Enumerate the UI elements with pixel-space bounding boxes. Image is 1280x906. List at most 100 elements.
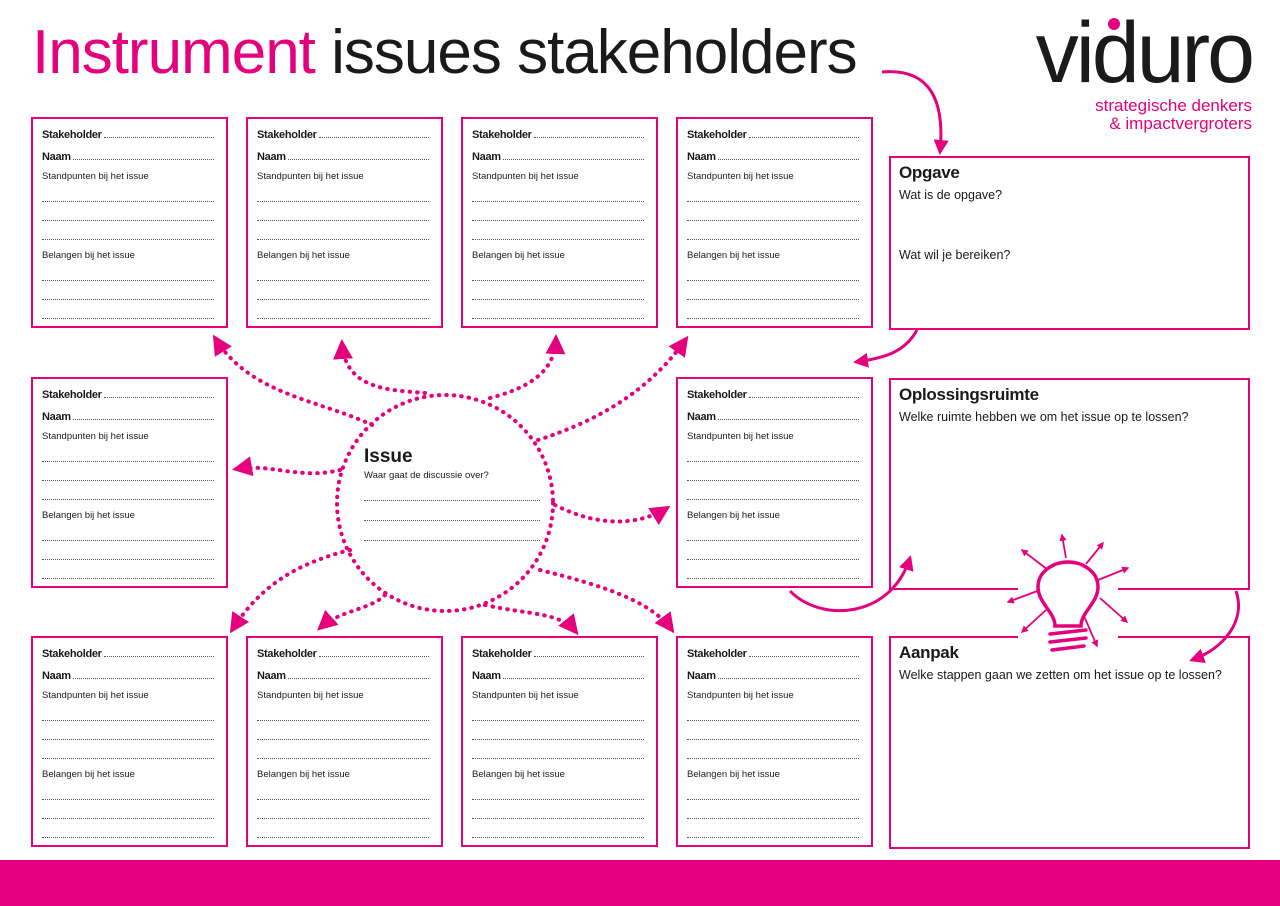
standpunten-line[interactable]: [42, 721, 214, 740]
standpunten-line[interactable]: [42, 740, 214, 759]
stakeholder-row[interactable]: Stakeholder: [472, 127, 644, 141]
aanpak-box[interactable]: Aanpak Welke stappen gaan we zetten om h…: [889, 636, 1250, 849]
stakeholder-row[interactable]: Stakeholder: [42, 387, 214, 401]
standpunten-line[interactable]: [42, 183, 214, 202]
belangen-line[interactable]: [42, 819, 214, 838]
standpunten-line[interactable]: [687, 202, 859, 221]
naam-row[interactable]: Naam: [687, 149, 859, 163]
belangen-line[interactable]: [472, 281, 644, 300]
naam-field[interactable]: [717, 159, 859, 160]
naam-field[interactable]: [502, 678, 644, 679]
stakeholder-field[interactable]: [748, 397, 859, 398]
naam-field[interactable]: [72, 678, 214, 679]
belangen-line[interactable]: [257, 300, 429, 319]
belangen-line[interactable]: [42, 541, 214, 560]
standpunten-line[interactable]: [42, 481, 214, 500]
stakeholder-field[interactable]: [318, 656, 429, 657]
naam-field[interactable]: [72, 419, 214, 420]
stakeholder-row[interactable]: Stakeholder: [687, 646, 859, 660]
belangen-line[interactable]: [687, 819, 859, 838]
belangen-line[interactable]: [472, 781, 644, 800]
standpunten-line[interactable]: [687, 481, 859, 500]
standpunten-line[interactable]: [42, 202, 214, 221]
stakeholder-row[interactable]: Stakeholder: [42, 646, 214, 660]
belangen-line[interactable]: [687, 262, 859, 281]
standpunten-line[interactable]: [687, 702, 859, 721]
naam-row[interactable]: Naam: [687, 668, 859, 682]
standpunten-line[interactable]: [687, 462, 859, 481]
naam-field[interactable]: [287, 159, 429, 160]
opgave-box[interactable]: Opgave Wat is de opgave? Wat wil je bere…: [889, 156, 1250, 330]
issue-answer-line[interactable]: [364, 501, 540, 521]
standpunten-line[interactable]: [257, 721, 429, 740]
standpunten-line[interactable]: [257, 202, 429, 221]
belangen-line[interactable]: [42, 281, 214, 300]
standpunten-line[interactable]: [42, 462, 214, 481]
standpunten-line[interactable]: [687, 443, 859, 462]
stakeholder-field[interactable]: [103, 656, 214, 657]
standpunten-line[interactable]: [687, 183, 859, 202]
belangen-line[interactable]: [42, 781, 214, 800]
stakeholder-row[interactable]: Stakeholder: [472, 646, 644, 660]
stakeholder-row[interactable]: Stakeholder: [687, 127, 859, 141]
naam-row[interactable]: Naam: [257, 149, 429, 163]
belangen-line[interactable]: [42, 300, 214, 319]
naam-field[interactable]: [717, 678, 859, 679]
belangen-line[interactable]: [687, 300, 859, 319]
belangen-line[interactable]: [472, 819, 644, 838]
standpunten-line[interactable]: [257, 221, 429, 240]
naam-row[interactable]: Naam: [257, 668, 429, 682]
stakeholder-field[interactable]: [748, 137, 859, 138]
belangen-line[interactable]: [472, 262, 644, 281]
standpunten-line[interactable]: [472, 721, 644, 740]
standpunten-line[interactable]: [42, 443, 214, 462]
stakeholder-row[interactable]: Stakeholder: [257, 127, 429, 141]
stakeholder-field[interactable]: [533, 656, 644, 657]
naam-field[interactable]: [502, 159, 644, 160]
stakeholder-row[interactable]: Stakeholder: [42, 127, 214, 141]
belangen-line[interactable]: [687, 800, 859, 819]
standpunten-line[interactable]: [472, 183, 644, 202]
belangen-line[interactable]: [257, 800, 429, 819]
belangen-line[interactable]: [687, 541, 859, 560]
belangen-line[interactable]: [687, 522, 859, 541]
standpunten-line[interactable]: [42, 221, 214, 240]
stakeholder-row[interactable]: Stakeholder: [257, 646, 429, 660]
naam-field[interactable]: [717, 419, 859, 420]
standpunten-line[interactable]: [687, 221, 859, 240]
belangen-line[interactable]: [42, 522, 214, 541]
stakeholder-row[interactable]: Stakeholder: [687, 387, 859, 401]
standpunten-line[interactable]: [472, 221, 644, 240]
belangen-line[interactable]: [472, 300, 644, 319]
standpunten-line[interactable]: [687, 721, 859, 740]
belangen-line[interactable]: [257, 262, 429, 281]
naam-row[interactable]: Naam: [687, 409, 859, 423]
oplossingsruimte-box[interactable]: Oplossingsruimte Welke ruimte hebben we …: [889, 378, 1250, 590]
stakeholder-field[interactable]: [748, 656, 859, 657]
standpunten-line[interactable]: [257, 183, 429, 202]
naam-row[interactable]: Naam: [472, 149, 644, 163]
belangen-line[interactable]: [687, 781, 859, 800]
belangen-line[interactable]: [257, 819, 429, 838]
standpunten-line[interactable]: [257, 740, 429, 759]
belangen-line[interactable]: [42, 800, 214, 819]
belangen-line[interactable]: [42, 560, 214, 579]
issue-answer-line[interactable]: [364, 521, 540, 541]
naam-row[interactable]: Naam: [472, 668, 644, 682]
belangen-line[interactable]: [257, 281, 429, 300]
standpunten-line[interactable]: [472, 702, 644, 721]
belangen-line[interactable]: [687, 281, 859, 300]
naam-row[interactable]: Naam: [42, 409, 214, 423]
standpunten-line[interactable]: [687, 740, 859, 759]
stakeholder-field[interactable]: [103, 137, 214, 138]
